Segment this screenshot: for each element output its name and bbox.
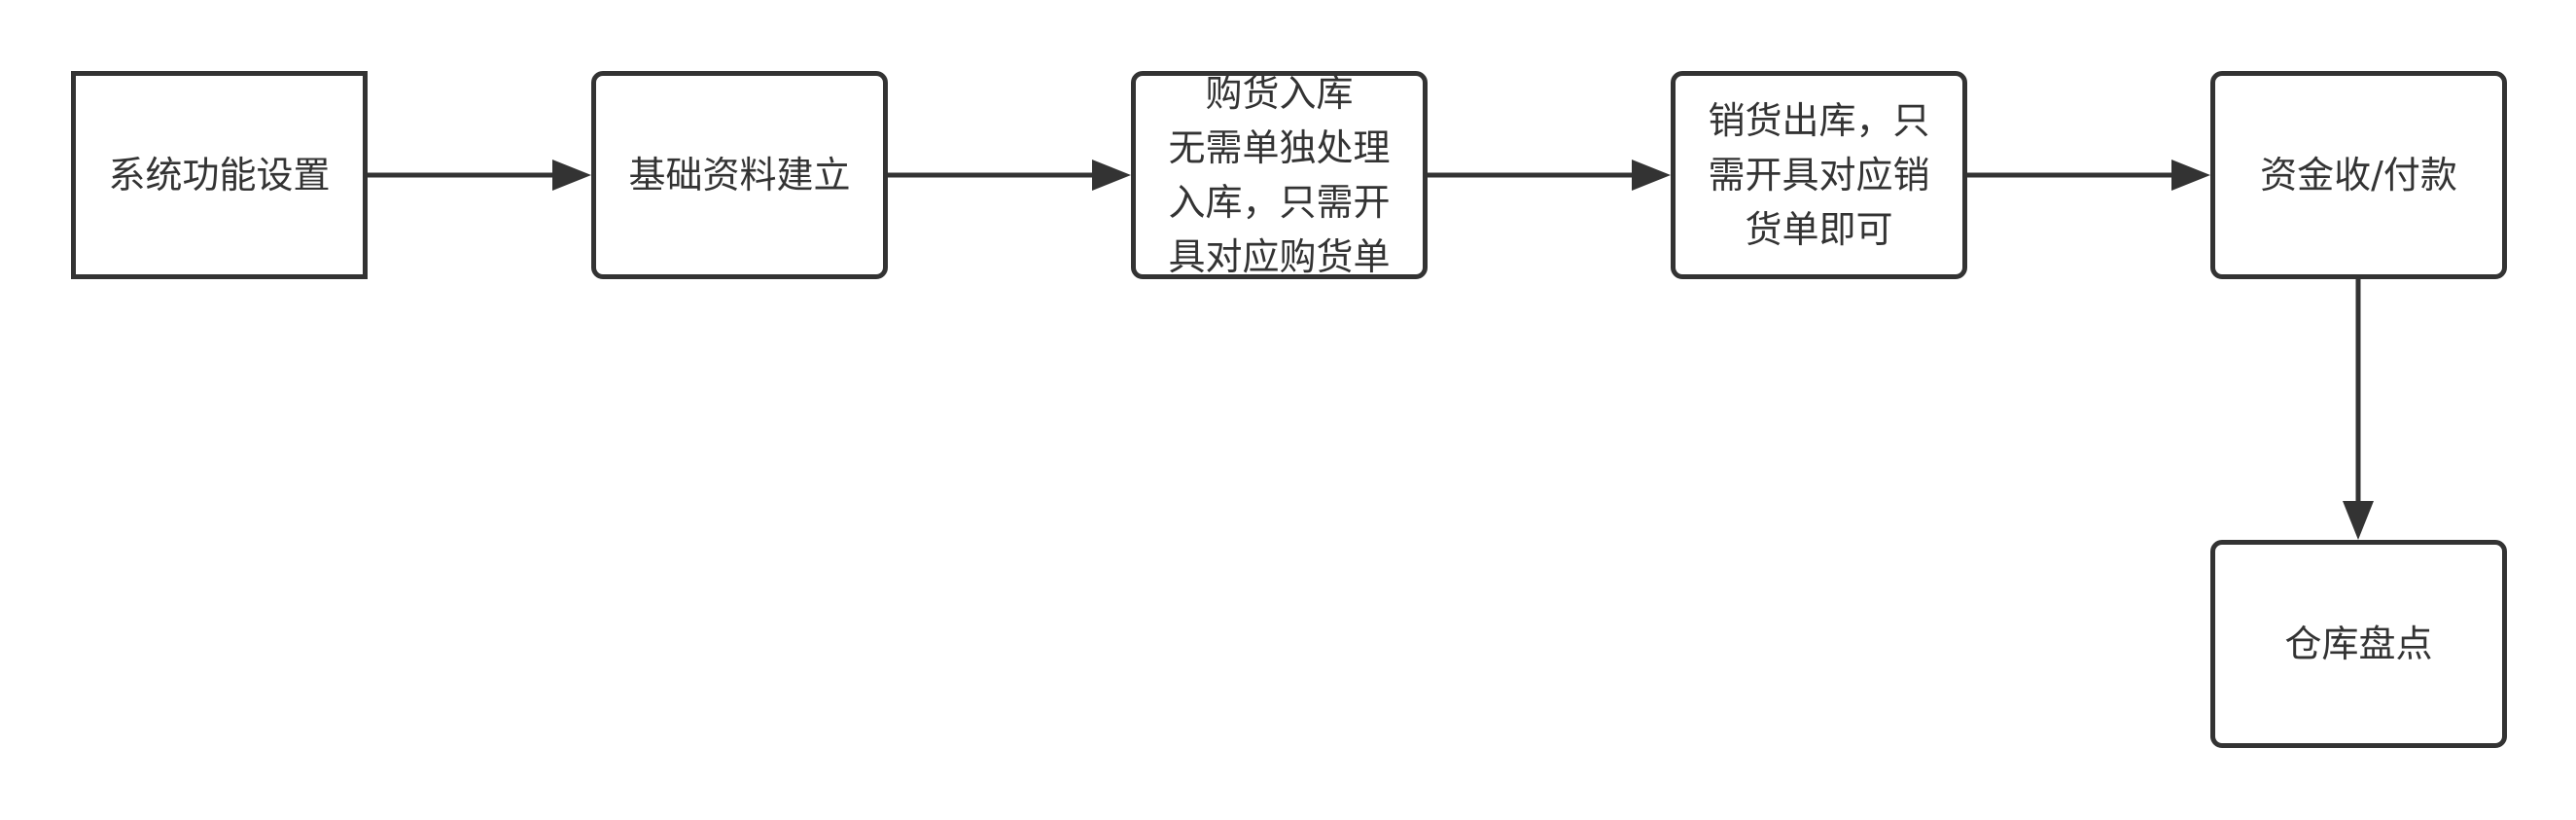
node-basic-data-label: 基础资料建立 xyxy=(628,148,850,202)
node-system-setup-label: 系统功能设置 xyxy=(108,148,330,202)
node-purchase: 购货入库 无需单独处理 入库，只需开 具对应购货单 xyxy=(1131,71,1428,279)
node-inventory-label: 仓库盘点 xyxy=(2284,617,2432,671)
arrowhead-purchase xyxy=(1092,160,1131,191)
node-system-setup-line: 系统功能设置 xyxy=(108,154,331,196)
arrowhead-payment xyxy=(2171,160,2210,191)
node-sales-line-2: 需开具对应销 xyxy=(1708,154,1930,196)
node-purchase-line-3: 入库，只需开 xyxy=(1168,181,1391,224)
arrowhead-inventory xyxy=(2343,501,2374,540)
arrowhead-sales xyxy=(1632,160,1671,191)
node-purchase-line-1: 购货入库 xyxy=(1205,72,1354,115)
node-purchase-line-2: 无需单独处理 xyxy=(1168,126,1391,169)
node-inventory: 仓库盘点 xyxy=(2210,540,2507,748)
node-system-setup: 系统功能设置 xyxy=(71,71,368,279)
node-purchase-label: 购货入库 无需单独处理 入库，只需开 具对应购货单 xyxy=(1168,66,1390,284)
arrowhead-basic-data xyxy=(552,160,591,191)
node-sales-line-1: 销货出库，只 xyxy=(1708,99,1930,142)
node-payment: 资金收/付款 xyxy=(2210,71,2507,279)
node-inventory-line: 仓库盘点 xyxy=(2284,623,2433,665)
node-basic-data: 基础资料建立 xyxy=(591,71,888,279)
node-payment-label: 资金收/付款 xyxy=(2260,148,2457,202)
node-sales-label: 销货出库，只 需开具对应销 货单即可 xyxy=(1708,93,1929,257)
node-basic-data-line: 基础资料建立 xyxy=(628,154,851,196)
node-sales: 销货出库，只 需开具对应销 货单即可 xyxy=(1671,71,1967,279)
node-sales-line-3: 货单即可 xyxy=(1745,208,1893,251)
node-purchase-line-4: 具对应购货单 xyxy=(1168,235,1391,278)
node-payment-line: 资金收/付款 xyxy=(2260,154,2457,196)
